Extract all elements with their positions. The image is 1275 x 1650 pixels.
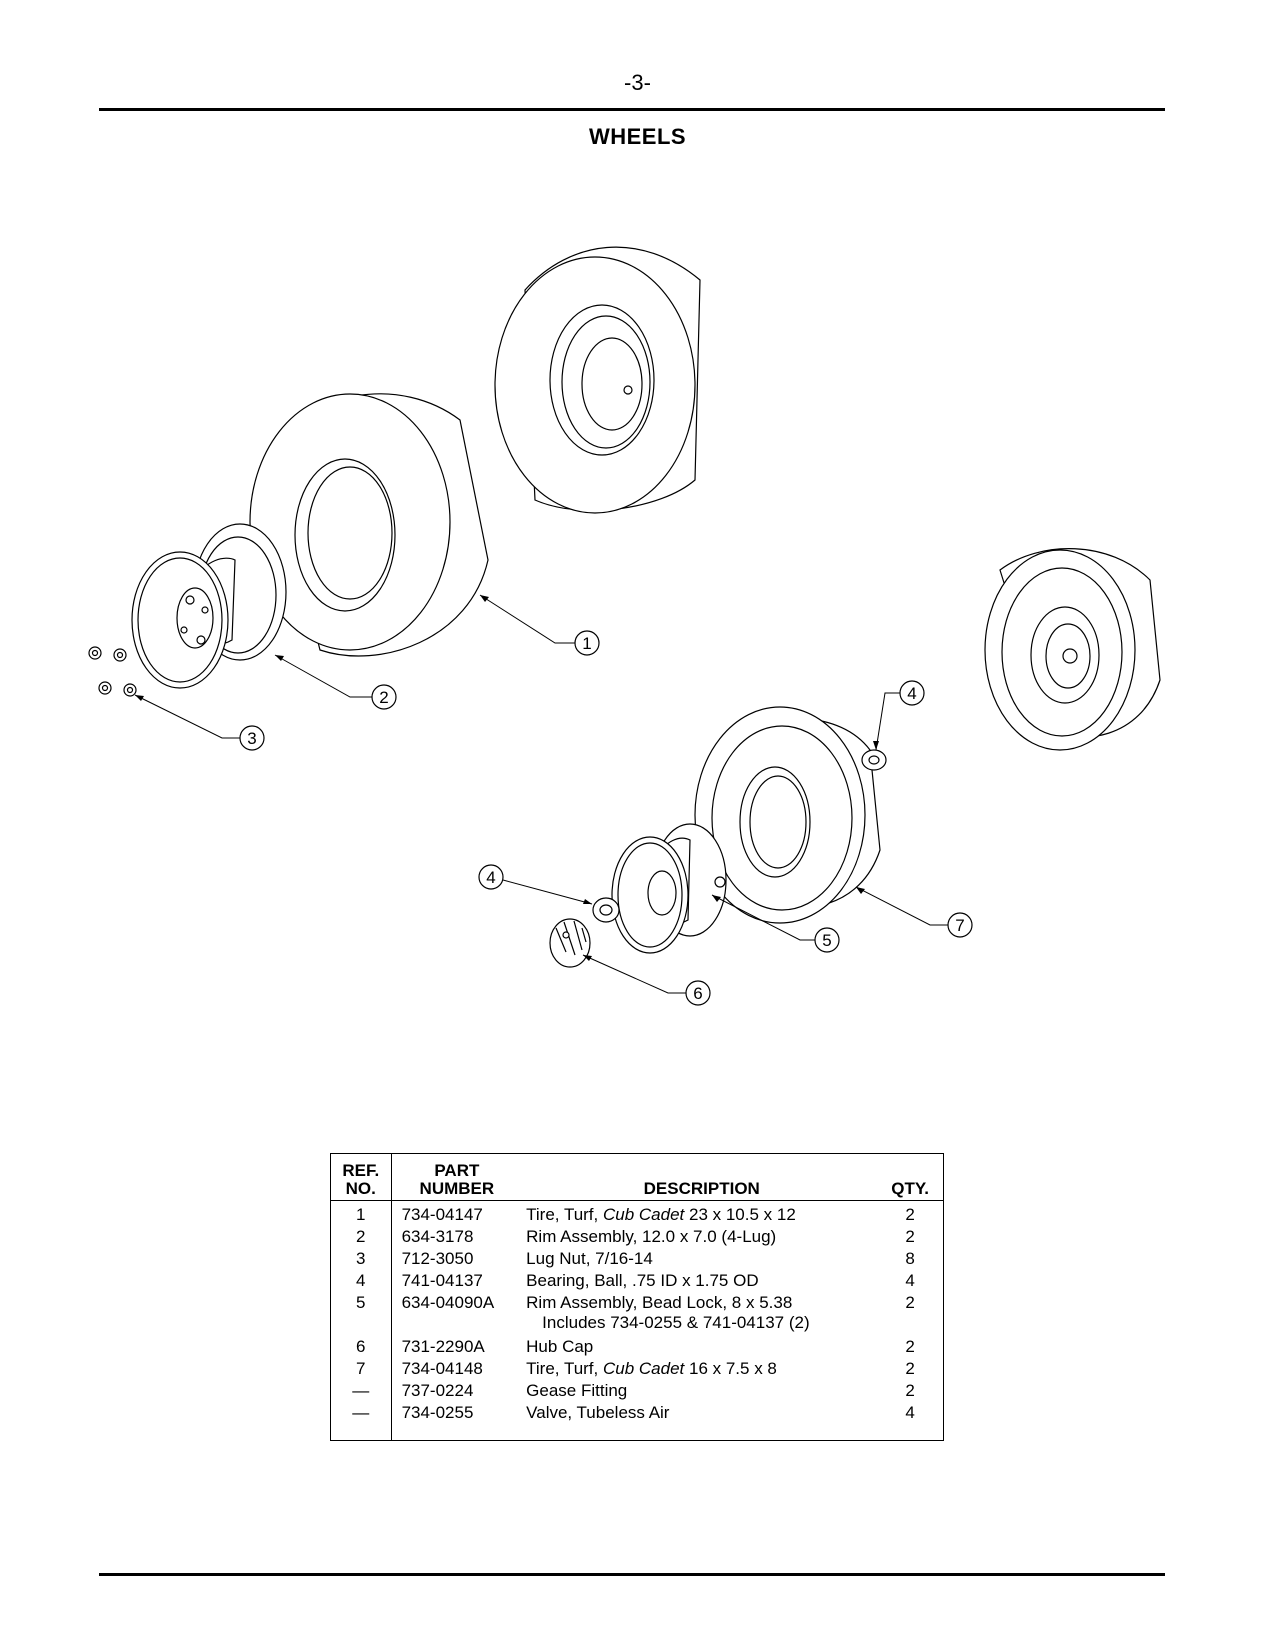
rear-tire-near: [249, 393, 489, 657]
rear-tire-far: [494, 246, 701, 514]
part-number: 634-3178: [401, 1227, 474, 1246]
page-number: -3-: [624, 70, 651, 95]
description: Tire, Turf, Cub Cadet 23 x 10.5 x 12: [526, 1205, 796, 1224]
description: Tire, Turf, Cub Cadet 16 x 7.5 x 8: [526, 1359, 777, 1378]
description: Hub Cap: [526, 1337, 594, 1356]
callout-4-upper: 4: [907, 684, 916, 703]
table-row: 7 734-04148 Tire, Turf, Cub Cadet 16 x 7…: [330, 1358, 944, 1380]
part-number: 712-3050: [401, 1249, 474, 1268]
table-row: 2 634-3178 Rim Assembly, 12.0 x 7.0 (4-L…: [330, 1226, 944, 1248]
callout-7: 7: [955, 916, 964, 935]
header-ref-no: REF.NO.: [330, 1153, 392, 1201]
qty: 4: [905, 1403, 915, 1422]
qty: 2: [905, 1359, 915, 1378]
qty: 2: [905, 1205, 915, 1224]
part-number: 734-04147: [401, 1205, 483, 1224]
table-row: 4 741-04137 Bearing, Ball, .75 ID x 1.75…: [330, 1270, 944, 1292]
qty: 8: [905, 1249, 915, 1268]
qty: 4: [905, 1271, 915, 1290]
ref-no: 2: [330, 1226, 392, 1248]
description: Lug Nut, 7/16-14: [526, 1249, 653, 1268]
table-row: 1 734-04147 Tire, Turf, Cub Cadet 23 x 1…: [330, 1200, 944, 1226]
front-tire-far: [984, 548, 1161, 751]
description: Valve, Tubeless Air: [526, 1403, 670, 1422]
table-row: 3 712-3050 Lug Nut, 7/16-14 8: [330, 1248, 944, 1270]
hub-cap: [549, 918, 591, 968]
part-number: 634-04090A: [401, 1293, 495, 1312]
table-row: — 734-0255 Valve, Tubeless Air 4: [330, 1402, 944, 1441]
table-row: — 737-0224 Gease Fitting 2: [330, 1380, 944, 1402]
ref-no: 7: [330, 1358, 392, 1380]
qty: 2: [905, 1293, 915, 1312]
callout-3: 3: [247, 729, 256, 748]
footer-rule: [99, 1573, 1165, 1576]
lug-nuts: [88, 646, 137, 697]
bearing-upper: [861, 749, 887, 771]
callout-4-lower: 4: [486, 868, 495, 887]
description: Rim Assembly, 12.0 x 7.0 (4-Lug): [526, 1227, 777, 1246]
part-number: 731-2290A: [401, 1337, 485, 1356]
part-number: 741-04137: [401, 1271, 483, 1290]
description: Gease Fitting: [526, 1381, 628, 1400]
ref-no: 6: [330, 1336, 392, 1358]
part-number: 734-0255: [401, 1403, 474, 1422]
callout-1: 1: [582, 634, 591, 653]
ref-no: 4: [330, 1270, 392, 1292]
ref-no: —: [330, 1380, 392, 1402]
front-tire-near: [694, 706, 881, 924]
header-description: DESCRIPTION: [522, 1153, 882, 1201]
front-rim: [611, 823, 727, 954]
table-row: 6 731-2290A Hub Cap 2: [330, 1336, 944, 1358]
bearing-lower: [592, 897, 620, 923]
ref-no: 3: [330, 1248, 392, 1270]
qty: 2: [905, 1337, 915, 1356]
callout-5: 5: [822, 931, 831, 950]
header-qty: QTY.: [881, 1153, 944, 1201]
callout-2: 2: [379, 688, 388, 707]
description-note: Includes 734-0255 & 741-04137 (2): [542, 1313, 810, 1332]
part-number: 734-04148: [401, 1359, 483, 1378]
description: Bearing, Ball, .75 ID x 1.75 OD: [526, 1271, 759, 1290]
ref-no: —: [330, 1402, 392, 1441]
table-row: 5 634-04090A Rim Assembly, Bead Lock, 8 …: [330, 1292, 944, 1336]
page-title: WHEELS: [588, 124, 687, 149]
rear-rim: [131, 523, 287, 689]
header-rule: [99, 108, 1165, 111]
wheels-exploded-diagram: 1 2 3 4 4 5 6 7: [88, 246, 1161, 1006]
ref-no: 5: [330, 1292, 392, 1336]
part-number: 737-0224: [401, 1381, 474, 1400]
qty: 2: [905, 1227, 915, 1246]
ref-no: 1: [330, 1200, 392, 1226]
callout-6: 6: [693, 984, 702, 1003]
qty: 2: [905, 1381, 915, 1400]
